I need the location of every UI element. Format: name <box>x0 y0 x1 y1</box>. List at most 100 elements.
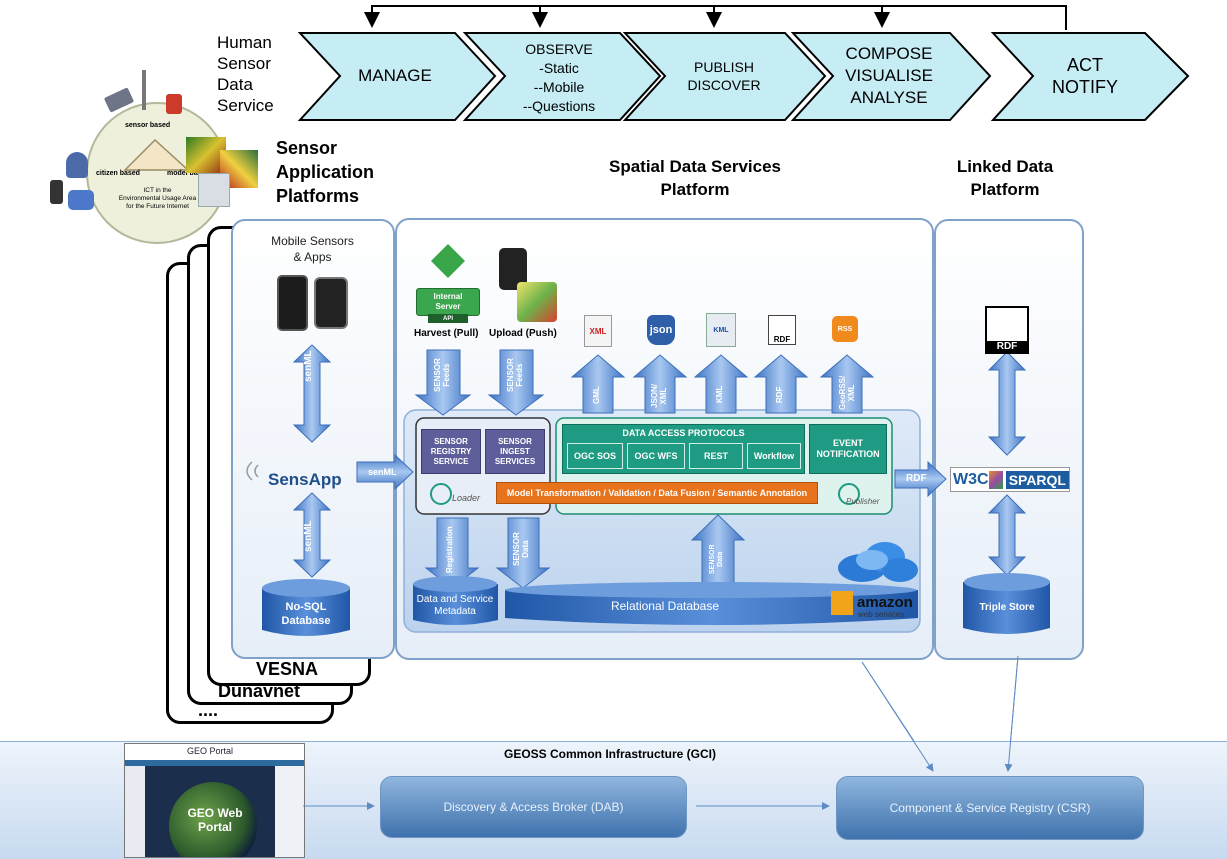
rdf-arrow-label: RDF <box>906 473 927 484</box>
json-icon: json <box>647 315 675 345</box>
harvest-label: Harvest (Pull) <box>414 328 479 339</box>
camera-icon <box>68 190 94 210</box>
road-map-icon <box>198 173 230 207</box>
sensor-registry-service: SENSOR REGISTRY SERVICE <box>421 429 481 474</box>
w3c-cube-icon <box>988 470 1003 489</box>
metadata-db-label: Data and Service Metadata <box>416 594 494 617</box>
protocol-ogc-wfs: OGC WFS <box>627 443 685 469</box>
gci-title: GEOSS Common Infrastructure (GCI) <box>503 747 717 761</box>
protocol-workflow-label: Workflow <box>753 451 795 461</box>
rss-icon-label: RSS <box>837 325 853 333</box>
loader-logo-label: Loader <box>452 493 481 503</box>
arrow-label-kml: KML <box>715 385 724 403</box>
portal-header-title: GEO Portal <box>187 746 234 756</box>
protocol-workflow: Workflow <box>747 443 801 469</box>
aws-cubes-icon <box>831 591 853 615</box>
model-transformation-label: Model Transformation / Validation / Data… <box>506 488 808 498</box>
iphone-icon <box>277 275 308 331</box>
rdf-small-icon: RDF <box>768 315 796 345</box>
portal-right-pane <box>275 766 304 857</box>
rss-icon: RSS <box>832 316 858 342</box>
sensor-ingest-services: SENSOR INGEST SERVICES <box>485 429 545 474</box>
chevron-publish-shape <box>622 32 827 121</box>
portal-header <box>125 744 304 760</box>
triple-store-label: Triple Store <box>979 602 1035 613</box>
sensor-feeds-harvest-label: SENSOR Feeds <box>433 358 451 392</box>
rdf-logo-icon: RDF <box>985 306 1029 354</box>
chevron-manage-label: MANAGE <box>358 66 432 85</box>
sensapp-logo: SensApp <box>268 470 342 489</box>
upload-label: Upload (Push) <box>489 328 557 339</box>
chevron-publish-label: PUBLISH DISCOVER <box>687 59 761 93</box>
heading-spatial: Spatial Data Services Platform <box>609 157 781 199</box>
arrow-label-json-xml: JSON/ XML <box>650 383 668 408</box>
circle-label-model: model based <box>167 170 210 177</box>
xml-icon-label: XML <box>589 326 607 336</box>
internal-server-box: Internal Server <box>416 288 480 316</box>
europe-map-icon <box>517 282 557 322</box>
sensor-data-label-2: SENSOR Data <box>709 544 724 574</box>
chevron-observe-label: OBSERVE -Static --Mobile --Questions <box>522 41 596 114</box>
circle-label-sensor: sensor based <box>125 122 171 129</box>
senml-label-bottom: senML <box>303 520 314 552</box>
w3c-sparql-logo: W3C SPARQL <box>950 467 1070 492</box>
dap-title: DATA ACCESS PROTOCOLS <box>622 428 745 438</box>
chevron-shapes <box>297 32 1190 121</box>
sensor-registry-label: SENSOR REGISTRY SERVICE <box>430 436 472 466</box>
nosql-db-label: No-SQL Database <box>281 601 331 627</box>
chevron-observe-shape <box>462 32 662 121</box>
phone-icon <box>50 180 63 204</box>
sensor-data-label-1: SENSOR Data <box>512 532 530 566</box>
model-transformation-bar: Model Transformation / Validation / Data… <box>496 482 818 504</box>
heading-sensor-platforms: Sensor Application Platforms <box>276 138 374 206</box>
circle-caption: ICT in the Environmental Usage Area for … <box>118 187 197 210</box>
globe-icon <box>169 782 257 857</box>
api-badge: API <box>428 314 468 323</box>
stack-label-vesna: VESNA <box>256 659 319 679</box>
arrow-label-gml: GML <box>592 386 601 404</box>
csr-label: Component & Service Registry (CSR) <box>889 801 1091 815</box>
senml-label-top: senML <box>303 350 314 382</box>
relational-db-label: Relational Database <box>610 599 720 613</box>
stack-label-more: .... <box>198 700 219 720</box>
sensor-can-icon <box>166 94 182 114</box>
arrow-label-georss: GeoRSS/ XML <box>838 375 856 410</box>
protocol-rest-label: REST <box>703 451 728 461</box>
geo-portal-screenshot: GEO Portal GEO Web Portal <box>124 743 305 858</box>
sensor-ingest-label: SENSOR INGEST SERVICES <box>494 436 536 466</box>
chevron-compose-label: COMPOSE VISUALISE ANALYSE <box>845 44 933 107</box>
w3c-label: W3C <box>953 470 989 488</box>
circle-label-citizen: citizen based <box>96 170 140 177</box>
xml-icon: XML <box>584 315 612 347</box>
portal-nav <box>125 760 304 766</box>
event-notification-label: EVENT NOTIFICATION <box>816 438 880 459</box>
mobile-panel <box>231 219 395 659</box>
kml-icon: KML <box>706 313 736 347</box>
senml-label-right: senML <box>368 467 397 477</box>
heading-linked: Linked Data Platform <box>956 157 1054 199</box>
protocol-rest: REST <box>689 443 743 469</box>
linked-panel <box>934 219 1084 660</box>
portal-sidebar <box>125 766 145 857</box>
geo-web-portal-label: GEO Web Portal <box>187 806 243 834</box>
kml-icon-label: KML <box>713 326 729 334</box>
webservices-label: web services <box>858 610 905 619</box>
protocol-ogc-sos: OGC SOS <box>567 443 623 469</box>
arrow-label-rdf: RDF <box>775 386 784 403</box>
rdf-small-icon-label: RDF <box>773 335 791 344</box>
publisher-logo-label: Publisher <box>846 497 880 506</box>
internal-server-label: Internal Server <box>433 292 463 311</box>
sparql-label: SPARQL <box>1005 470 1069 489</box>
dab-label: Discovery & Access Broker (DAB) <box>443 800 624 814</box>
sensor-feeds-upload-label: SENSOR Feeds <box>506 358 524 392</box>
person-icon <box>66 152 88 178</box>
chevron-manage-shape <box>297 32 497 121</box>
chevron-act-shape <box>990 32 1190 121</box>
dab-box: Discovery & Access Broker (DAB) <box>380 776 687 838</box>
event-notification: EVENT NOTIFICATION <box>809 424 887 474</box>
feedback-bracket <box>364 5 1067 30</box>
csr-box: Component & Service Registry (CSR) <box>836 776 1144 840</box>
rdf-logo-label: RDF <box>987 341 1027 352</box>
registration-label: Registration <box>445 526 454 573</box>
